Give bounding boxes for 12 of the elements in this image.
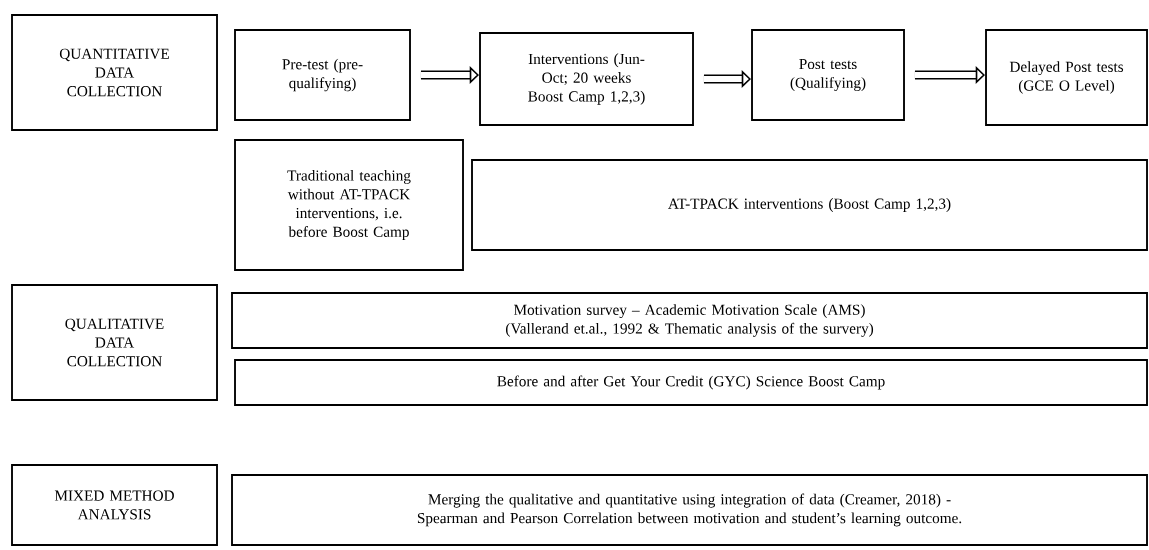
process-box: Motivation survey – Academic Motivation Scale (AMS) (Vallerand et.al., 1992 & Thematic analysis of the survery) [231, 292, 1148, 349]
process-box: Post tests (Qualifying) [751, 29, 905, 121]
process-box: Delayed Post tests (GCE O Level) [985, 29, 1148, 126]
process-box: Interventions (Jun-Oct; 20 weeks Boost Camp 1,2,3) [479, 32, 694, 126]
process-box: Before and after Get Your Credit (GYC) Science Boost Camp [234, 359, 1148, 406]
section-heading-box: MIXED METHOD ANALYSIS [11, 464, 218, 546]
section-heading-box: QUALITATIVE DATA COLLECTION [11, 284, 218, 401]
process-box: Merging the qualitative and quantitative using integration of data (Creamer, 2018) - Spearman and Pearson Correlation between motivation and student’s learning outcome. [231, 474, 1148, 546]
process-box: AT-TPACK interventions (Boost Camp 1,2,3) [471, 159, 1148, 251]
process-box: Pre-test (pre-qualifying) [234, 29, 411, 121]
section-heading-box: QUANTITATIVE DATA COLLECTION [11, 14, 218, 131]
process-box: Traditional teaching without AT-TPACK interventions, i.e. before Boost Camp [234, 139, 464, 271]
